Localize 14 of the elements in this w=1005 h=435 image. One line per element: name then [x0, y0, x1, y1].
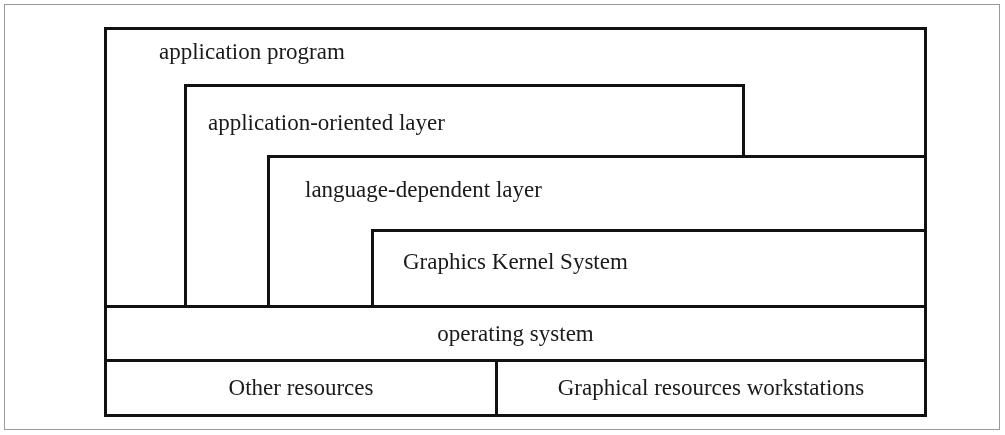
layer-label: application program	[159, 39, 345, 65]
layer-box	[104, 359, 498, 417]
layer-box	[267, 155, 927, 308]
layer-label: operating system	[437, 320, 594, 347]
layer-label: Other resources	[228, 375, 374, 401]
layer-label: language-dependent layer	[305, 177, 542, 203]
layer-box	[371, 229, 927, 308]
layer-label: Graphics Kernel System	[403, 249, 628, 275]
layer-box	[104, 305, 927, 362]
layer-label: application-oriented layer	[208, 110, 445, 136]
layer-label: Graphical resources workstations	[557, 375, 865, 401]
layer-box	[104, 27, 927, 308]
layer-box	[495, 359, 927, 417]
layer-box	[184, 84, 745, 158]
